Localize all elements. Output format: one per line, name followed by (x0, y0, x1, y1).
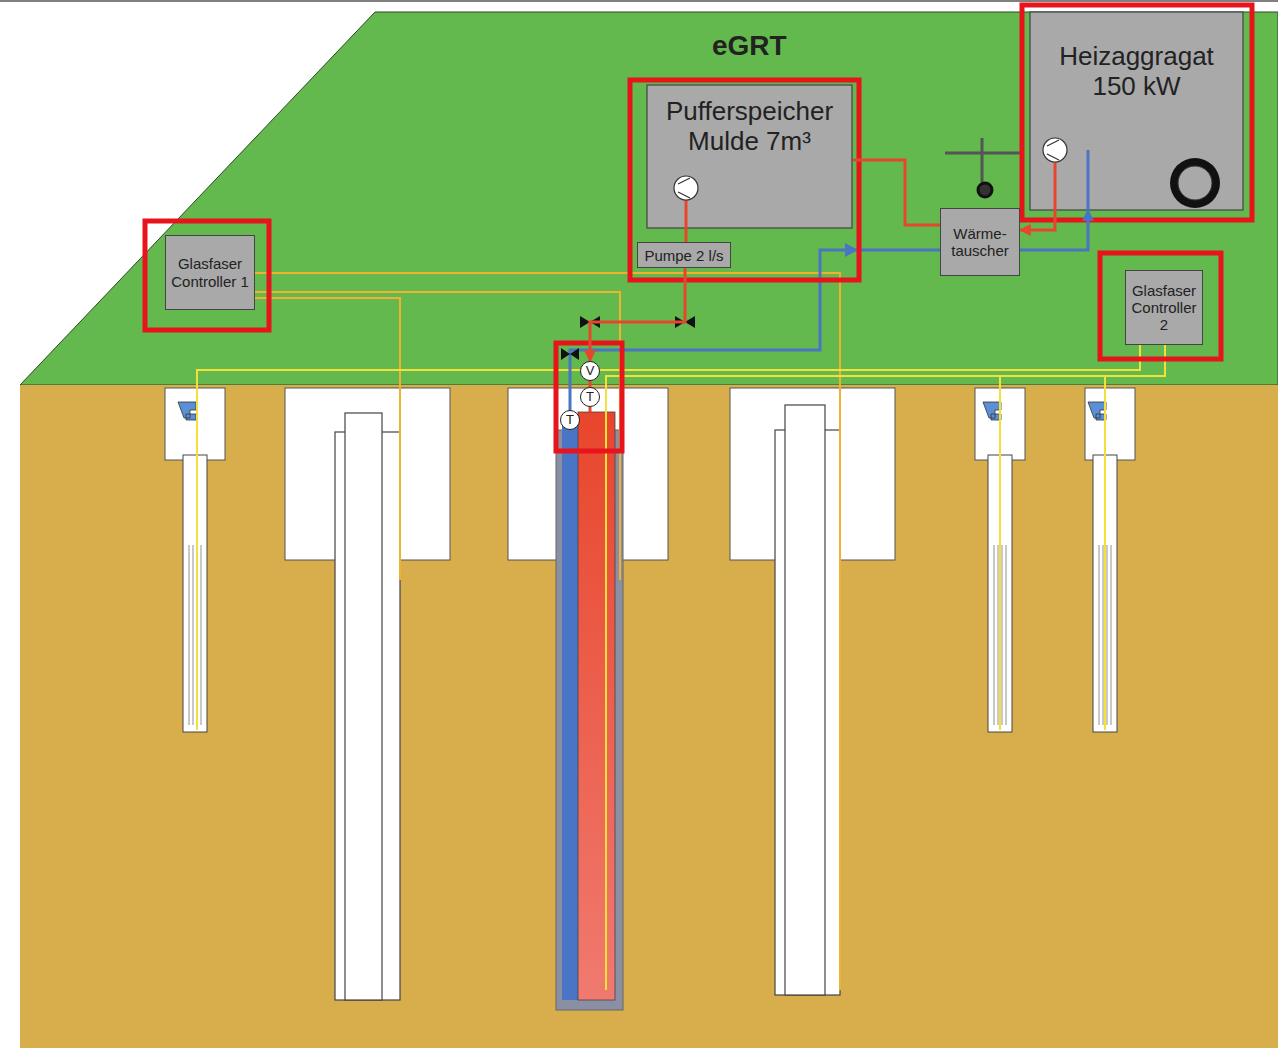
piles (335, 405, 840, 1000)
soil (20, 385, 1278, 1048)
node-label: Heizaggragat 150 kW (1034, 42, 1239, 102)
pump-box: Pumpe 2 l/s (637, 242, 731, 268)
heater-unit: Heizaggragat 150 kW (1029, 12, 1244, 210)
pipe-connector (1020, 210, 1088, 250)
node-label: Wärme- tauscher (946, 225, 1014, 260)
node-label: Glasfaser Controller 1 (171, 255, 249, 290)
node-label: Pufferspeicher Mulde 7m³ (651, 97, 848, 157)
sensor-symbol-letter: T (586, 390, 594, 405)
pipe-connector (1020, 210, 1055, 230)
diagram-title: eGRT (712, 30, 787, 62)
flow-sensor: V (580, 361, 600, 381)
temperature-sensor: T (580, 387, 600, 407)
sensor-symbol-letter: V (586, 364, 595, 379)
node-label: Glasfaser Controller 2 (1131, 282, 1197, 334)
unit-fills (647, 12, 1243, 228)
pipe-connector (853, 160, 940, 225)
trailer-hitch (945, 138, 1020, 197)
geothermal-well (556, 412, 623, 1010)
node-label: Pumpe 2 l/s (644, 247, 723, 264)
inclinometer-tubes (178, 402, 1117, 732)
fiber-cables (197, 273, 1165, 990)
trailer-wheel (1170, 158, 1220, 208)
heat-exchanger: Wärme- tauscher (940, 208, 1020, 276)
pipes (570, 150, 1088, 430)
fiber-controller: Glasfaser Controller 1 (165, 235, 255, 310)
frame-line (0, 1, 1278, 2)
temperature-sensor: T (560, 410, 580, 430)
sensor-symbol-letter: T (566, 413, 574, 428)
pipe-connector (685, 228, 688, 242)
fiber-controller: Glasfaser Controller 2 (1125, 270, 1203, 345)
buffer-tank: Pufferspeicher Mulde 7m³ (646, 85, 853, 228)
pipe-connector (590, 268, 685, 361)
ground-surface (20, 12, 1278, 385)
flow-arrow (845, 243, 858, 257)
